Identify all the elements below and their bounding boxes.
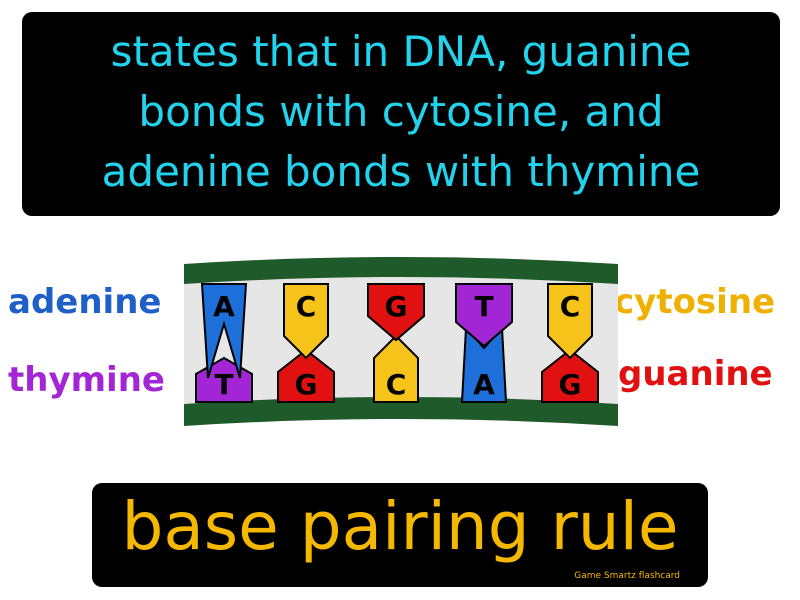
base-pair: CG bbox=[541, 283, 599, 403]
definition-line-3: adenine bonds with thymine bbox=[101, 147, 701, 196]
base-cytosine-top bbox=[547, 283, 593, 360]
definition-line-2: bonds with cytosine, and bbox=[138, 87, 664, 136]
base-letter-top: G bbox=[385, 290, 408, 323]
base-letter-bottom: C bbox=[386, 368, 407, 401]
base-letter-bottom: A bbox=[473, 368, 495, 401]
term-box: base pairing rule Game Smartz flashcard bbox=[92, 483, 708, 587]
base-letter-bottom: T bbox=[214, 368, 233, 401]
base-pair: AT bbox=[195, 283, 253, 403]
base-pair: TA bbox=[455, 283, 513, 403]
definition-text: states that in DNA, guanine bonds with c… bbox=[22, 22, 780, 202]
top-backbone bbox=[184, 257, 618, 284]
term-title: base pairing rule bbox=[121, 488, 679, 565]
bottom-backbone bbox=[184, 397, 618, 426]
base-letter-top: C bbox=[560, 290, 581, 323]
base-guanine-bottom bbox=[277, 348, 335, 403]
base-thymine-top bbox=[455, 283, 513, 348]
base-pair: GC bbox=[367, 283, 425, 403]
label-thymine: thymine bbox=[8, 360, 165, 400]
base-cytosine-top bbox=[283, 283, 329, 360]
label-guanine: guanine bbox=[618, 354, 773, 394]
base-letter-top: A bbox=[213, 290, 235, 323]
base-letter-top: C bbox=[296, 290, 317, 323]
base-adenine-top bbox=[200, 283, 248, 379]
base-pair: CG bbox=[277, 283, 335, 403]
definition-line-1: states that in DNA, guanine bbox=[110, 27, 692, 76]
label-adenine: adenine bbox=[8, 282, 162, 322]
base-letter-bottom: G bbox=[559, 368, 582, 401]
base-letter-bottom: G bbox=[295, 368, 318, 401]
base-guanine-top bbox=[367, 283, 425, 342]
base-guanine-bottom bbox=[541, 348, 599, 403]
definition-box: states that in DNA, guanine bonds with c… bbox=[22, 12, 780, 216]
base-cytosine-bottom bbox=[373, 334, 419, 403]
base-letter-top: T bbox=[474, 290, 493, 323]
credit-text: Game Smartz flashcard bbox=[574, 571, 680, 581]
label-cytosine: cytosine bbox=[614, 282, 776, 322]
